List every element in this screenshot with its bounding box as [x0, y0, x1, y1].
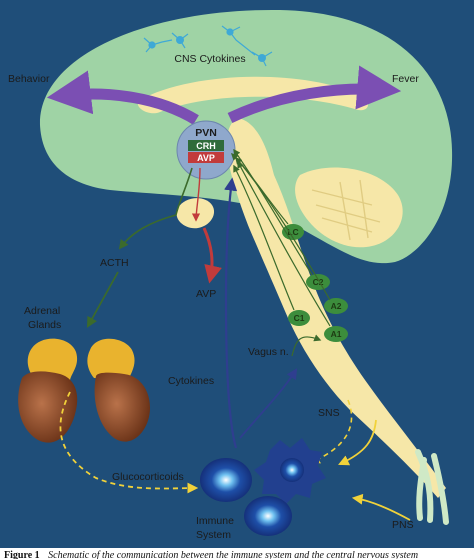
nucleus-c2 [306, 274, 330, 290]
adrenal-label-line2: Glands [28, 319, 61, 331]
nucleus-lc [282, 224, 304, 240]
pns-to-immune-arrow [351, 493, 411, 521]
vagus-label: Vagus n. [248, 346, 289, 358]
cytokines-to-vagus-arrow [239, 368, 298, 439]
immune-cells [200, 438, 326, 536]
nucleus-a2-label: A2 [331, 301, 342, 311]
acth-label: ACTH [100, 257, 129, 269]
adrenal-label-line1: Adrenal [24, 305, 60, 317]
avp-to-blood-arrow [202, 227, 222, 284]
immune-label-line2: System [196, 529, 231, 541]
crh-to-acth-arrow [118, 167, 193, 250]
pvn-label: PVN [195, 127, 217, 139]
behavior-label: Behavior [8, 73, 50, 85]
caption-strip [0, 548, 474, 559]
crh-label: CRH [196, 141, 216, 151]
figure-caption-text: Schematic of the communication between t… [48, 550, 418, 559]
corpus-callosum [137, 76, 369, 114]
glucocorticoid-arrow [59, 391, 199, 494]
cerebellum-folds [311, 179, 381, 241]
nucleus-c2-label: C2 [313, 277, 324, 287]
pns-label: PNS [392, 519, 414, 531]
nucleus-a2 [324, 298, 348, 314]
a1-to-pvn-pathway [237, 160, 331, 327]
cytokines-label: Cytokines [168, 375, 214, 387]
figure-number: Figure 1 [4, 550, 40, 559]
avp-box [188, 152, 224, 163]
sns-solid-arrow [338, 419, 377, 466]
nucleus-lc-label: LC [287, 227, 298, 237]
nucleus-c1 [288, 310, 310, 326]
figure-caption: Figure 1 Schematic of the communication … [4, 550, 418, 559]
acth-to-adrenal-arrow [86, 271, 119, 328]
pituitary [176, 198, 215, 229]
nucleus-a1 [324, 326, 348, 342]
immune-label-line1: Immune [196, 515, 234, 527]
behavior-arrow [46, 70, 199, 125]
adrenal-gland-left [18, 338, 78, 443]
fever-label: Fever [392, 73, 419, 85]
cerebellum [295, 167, 403, 248]
nucleus-a1-label: A1 [331, 329, 342, 339]
cns-neurons [143, 25, 273, 67]
avp-release-arrow [191, 167, 201, 222]
sns-to-immune-arrow [310, 399, 353, 464]
nucleus-c1-label: C1 [294, 313, 305, 323]
sns-ganglion [339, 381, 357, 399]
fever-arrow [227, 65, 402, 123]
c1-to-pvn-pathway [233, 164, 295, 311]
a2-to-pvn-pathway [235, 156, 331, 301]
crh-box [188, 140, 224, 151]
avp-label: AVP [196, 288, 216, 300]
adrenal-gland-right [87, 338, 150, 442]
vagus-to-nts-pathway [291, 334, 322, 357]
avp-box-label: AVP [197, 153, 215, 163]
pns-fibers [415, 449, 449, 525]
glucocorticoids-label: Glucocorticoids [112, 471, 184, 483]
cns-cytokines-label: CNS Cytokines [174, 53, 245, 65]
brainstem-spinal-cord [226, 118, 446, 498]
sns-label: SNS [318, 407, 340, 419]
cytokines-to-brain-arrow [224, 177, 238, 449]
